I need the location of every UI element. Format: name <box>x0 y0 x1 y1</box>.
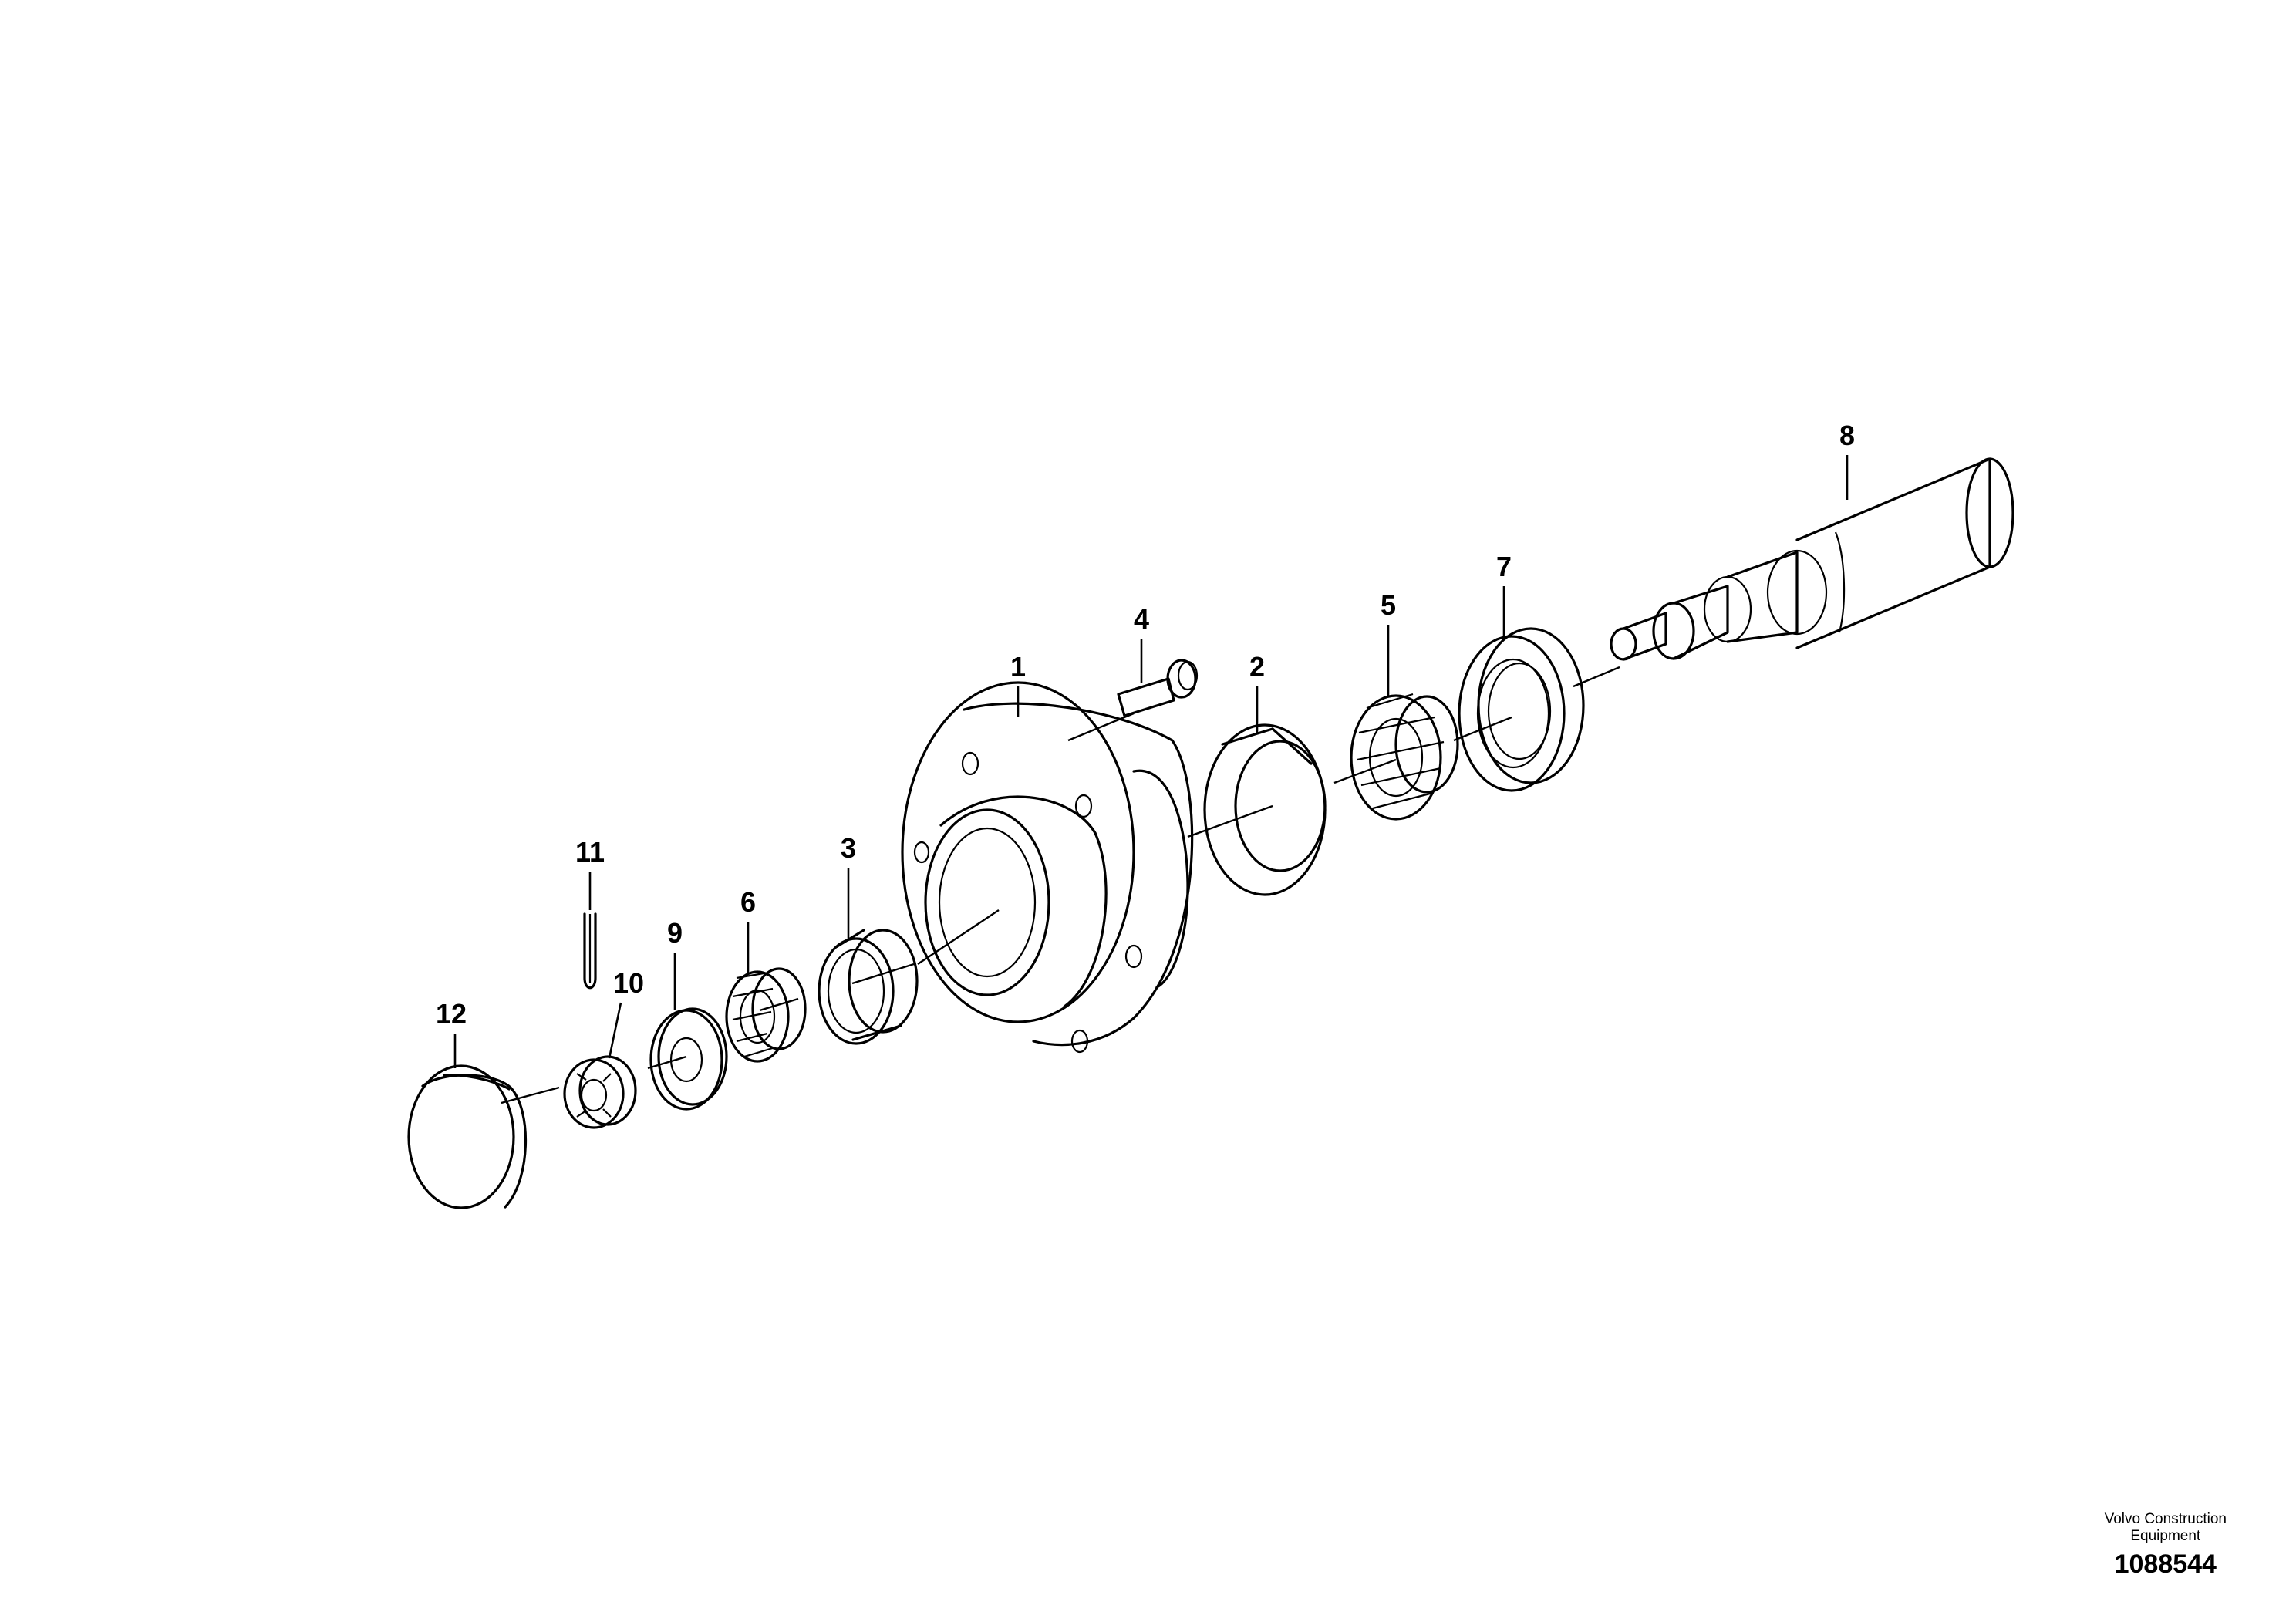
part-5-roller-bearing <box>1350 693 1459 821</box>
part-8-spindle <box>1610 457 2014 661</box>
part-1-wheel-hub <box>901 681 1194 1054</box>
callout-8: 8 <box>1839 420 1855 451</box>
callout-9: 9 <box>667 917 683 949</box>
callout-12: 12 <box>436 998 467 1030</box>
callout-10: 10 <box>613 967 644 999</box>
part-10-castle-nut <box>563 1055 637 1129</box>
brand-line-2: Equipment <box>2130 1528 2201 1544</box>
drawing-footer: Volvo Construction Equipment 1088544 <box>2105 1511 2227 1580</box>
callout-2: 2 <box>1249 651 1265 683</box>
drawing-number: 1088544 <box>2114 1549 2217 1579</box>
callout-5: 5 <box>1381 589 1396 621</box>
callout-6: 6 <box>740 886 756 918</box>
part-12-hub-cap <box>407 1064 527 1209</box>
part-4-wheel-stud <box>1117 659 1199 717</box>
assembly-axis <box>501 666 1620 1104</box>
part-9-washer <box>649 1007 728 1111</box>
part-7-seal <box>1458 627 1585 792</box>
brand-line-1: Volvo Construction <box>2104 1511 2227 1527</box>
callout-labels: 1 2 3 4 5 6 7 8 9 10 11 12 <box>436 420 1855 1030</box>
part-2-bearing-cup <box>1203 723 1327 896</box>
callout-4: 4 <box>1134 603 1149 635</box>
callout-1: 1 <box>1010 651 1026 683</box>
part-6-roller-bearing <box>725 967 807 1063</box>
callout-3: 3 <box>841 832 856 864</box>
callout-11: 11 <box>575 836 605 868</box>
part-3-bearing-cup <box>818 929 919 1045</box>
part-11-split-pin <box>583 912 597 990</box>
callout-7: 7 <box>1496 551 1512 582</box>
callout-leaders <box>453 455 1849 1068</box>
